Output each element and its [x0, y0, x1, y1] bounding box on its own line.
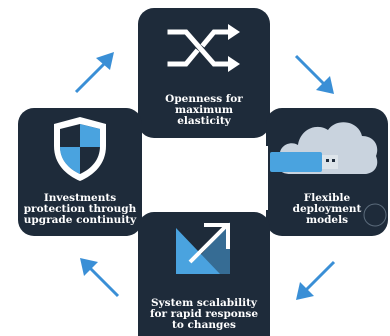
decorative-circle-icon — [363, 203, 387, 227]
caption-line: Flexible — [303, 192, 351, 204]
tile-scalability: System scalability for rapid response to… — [138, 212, 270, 336]
cloud-usb-icon — [270, 122, 378, 174]
caption-line: elasticity — [177, 115, 231, 127]
tile-investments: Investments protection through upgrade c… — [18, 108, 142, 236]
caption-line: System scalability — [150, 297, 258, 309]
caption-line: to changes — [172, 319, 236, 331]
arrow-down-right-icon — [294, 54, 334, 94]
caption-line: for rapid response — [149, 308, 259, 320]
scale-up-icon — [176, 222, 230, 274]
shield-icon — [54, 117, 106, 181]
tile-openness: Openness for maximum elasticity — [138, 8, 270, 138]
caption-line: upgrade continuity — [23, 214, 137, 226]
caption-line: maximum — [174, 104, 234, 116]
arrow-down-left-icon — [296, 260, 336, 300]
arrow-up-left-icon — [80, 258, 120, 298]
center-gap — [150, 146, 268, 210]
caption-line: deployment — [292, 203, 362, 215]
caption-line: models — [305, 214, 349, 226]
tile-deployment: Flexible deployment models — [266, 108, 388, 236]
caption-line: Investments — [43, 192, 117, 204]
arrow-up-right-icon — [74, 52, 114, 94]
shuffle-icon — [167, 24, 240, 72]
caption-line: Openness for — [165, 93, 243, 105]
caption-line: protection through — [23, 203, 137, 215]
